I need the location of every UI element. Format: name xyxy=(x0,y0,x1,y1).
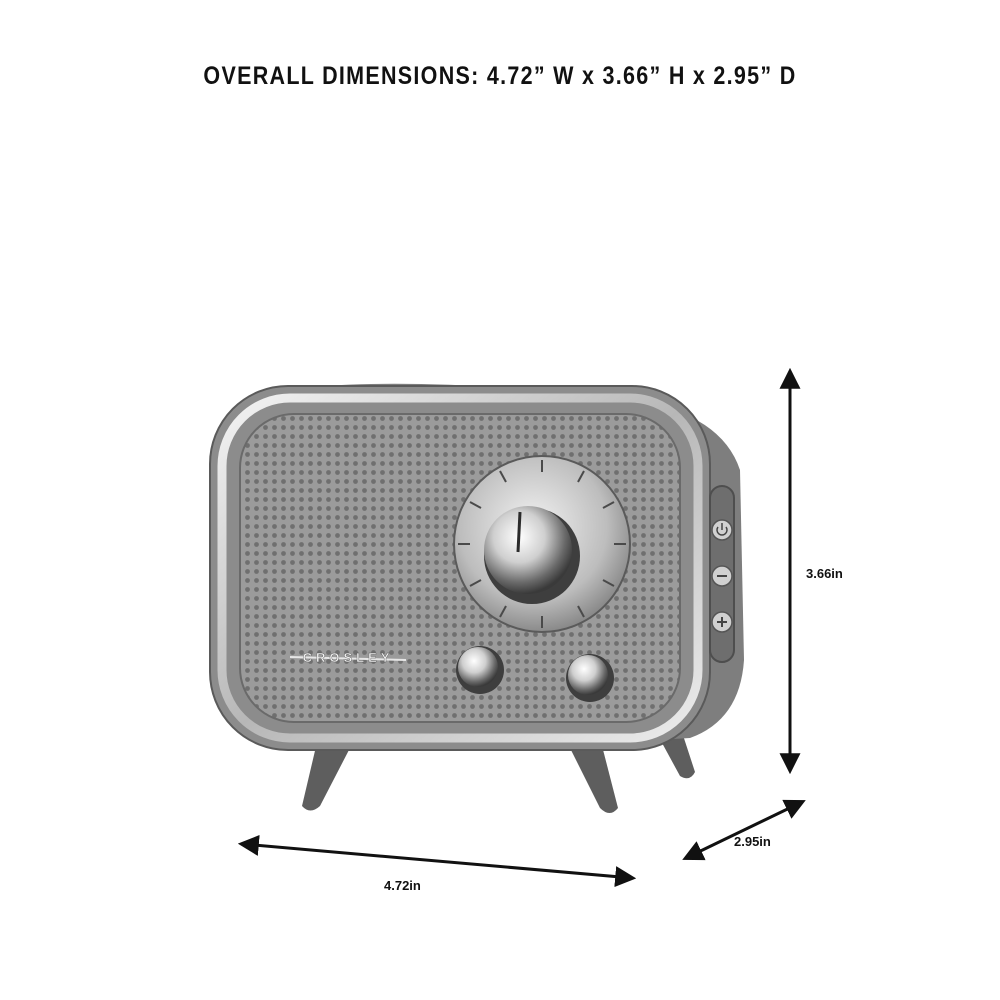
plus-icon[interactable] xyxy=(711,611,733,633)
width-label: 4.72in xyxy=(384,878,421,893)
height-label: 3.66in xyxy=(806,566,843,581)
width-arrow xyxy=(237,834,637,888)
dimensions-title: OVERALL DIMENSIONS: 4.72” W x 3.66” H x … xyxy=(203,62,797,90)
chrome-bezel xyxy=(217,393,703,743)
power-icon[interactable] xyxy=(711,519,733,541)
depth-label: 2.95in xyxy=(734,834,771,849)
right-control-knob[interactable] xyxy=(566,654,614,702)
left-control-knob[interactable] xyxy=(456,646,504,694)
tuning-knob[interactable] xyxy=(484,506,580,604)
brand-badge: CROSLEY xyxy=(289,650,407,665)
minus-icon[interactable] xyxy=(711,565,733,587)
speaker-legs xyxy=(302,726,695,813)
brand-text: CROSLEY xyxy=(303,650,394,665)
depth-arrow xyxy=(682,799,806,861)
